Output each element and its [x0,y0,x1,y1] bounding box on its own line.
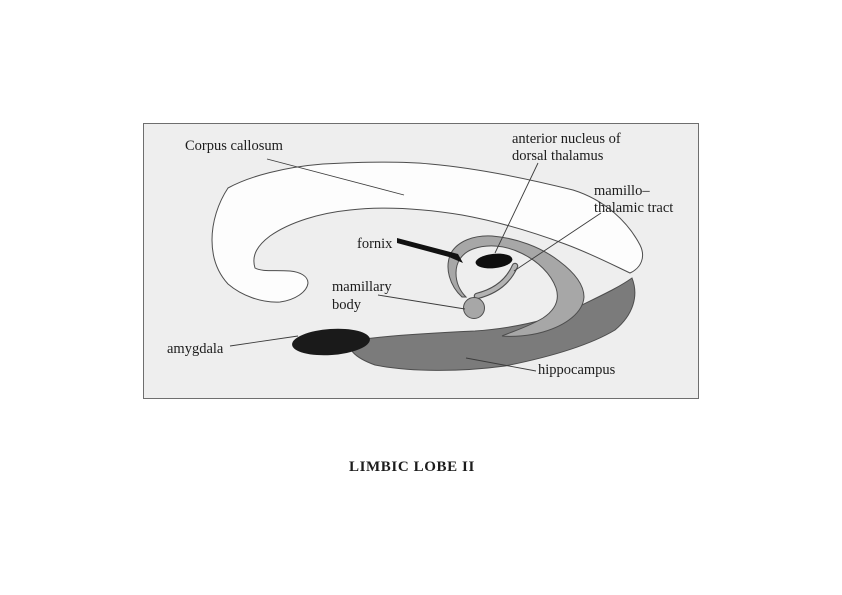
label-fornix: fornix [357,236,393,252]
label-mamillothalamic-line2: thalamic tract [594,200,673,216]
mamillary-body-shape [463,297,485,319]
leader-mamillary-body [377,294,466,310]
leader-amygdala [229,335,299,347]
corpus-callosum-shape [211,161,644,303]
mamillothalamic-tract-shape [474,263,518,299]
anterior-nucleus-shape [475,253,513,269]
figure-caption: LIMBIC LOBE II [349,459,475,475]
leader-anterior-nucleus [494,162,539,254]
leader-mamillothalamic-tract [513,212,602,272]
label-anterior-nucleus-line1: anterior nucleus of [512,131,621,147]
label-mamillary-line2: body [332,297,362,313]
amygdala-shape [292,328,370,356]
label-corpus-callosum: Corpus callosum [185,138,284,154]
label-mamillothalamic-line1: mamillo– [594,183,650,199]
shape-layer [211,161,644,371]
leader-corpus-callosum [266,158,405,196]
leader-hippocampus [465,357,537,372]
label-anterior-nucleus-line2: dorsal thalamus [512,148,604,164]
label-hippocampus: hippocampus [538,362,616,378]
fornix-pointer-wedge [397,238,463,263]
label-layer: Corpus callosum anterior nucleus of dors… [167,131,673,378]
leader-lines [229,158,602,372]
fornix-shape [447,235,585,337]
label-amygdala: amygdala [167,341,224,357]
label-mamillary-line1: mamillary [332,279,392,295]
